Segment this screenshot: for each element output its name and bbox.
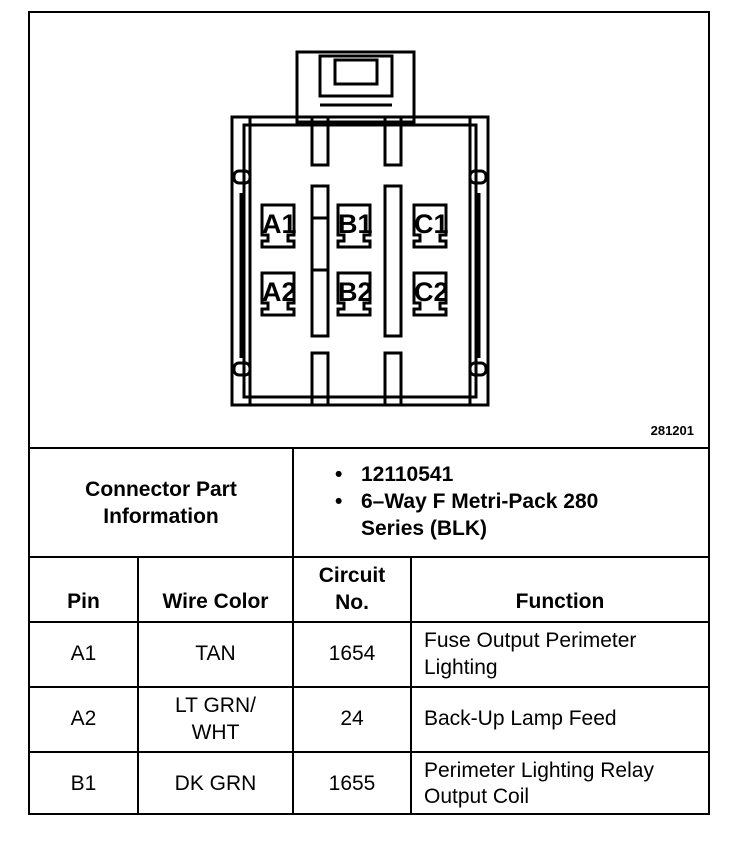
- header-wire-color: Wire Color: [162, 589, 269, 613]
- row-1-function: Fuse Output Perimeter Lighting: [424, 629, 637, 679]
- divider: [30, 621, 708, 623]
- row-3-wire-color: DK GRN: [174, 771, 257, 795]
- divider: [30, 556, 708, 558]
- row-2-function: Back-Up Lamp Feed: [424, 707, 617, 731]
- part-info-item: •6–Way F Metri-Pack 280 Series (BLK): [335, 488, 641, 542]
- row-3-function: Perimeter Lighting Relay Output Coil: [424, 758, 654, 808]
- divider: [410, 556, 412, 815]
- divider: [30, 751, 708, 753]
- divider: [137, 556, 139, 815]
- row-1-pin: A1: [70, 642, 97, 666]
- part-description: 6–Way F Metri-Pack 280 Series (BLK): [361, 490, 599, 540]
- row-1-circuit: 1654: [328, 642, 376, 666]
- pin-label-a1: A1: [262, 209, 297, 239]
- pin-label-b2: B2: [338, 277, 373, 307]
- row-3-pin: B1: [70, 771, 97, 795]
- divider: [292, 556, 294, 815]
- figure-id: 281201: [650, 423, 694, 438]
- connector-sheet: A1 B1 C1 A2 B2 C2 281201 Connector Part …: [28, 11, 710, 815]
- part-info-label: Connector Part Information: [85, 477, 237, 528]
- pin-label-a2: A2: [262, 277, 297, 307]
- divider: [292, 447, 294, 558]
- header-circuit-no: Circuit No.: [318, 564, 386, 614]
- pin-label-b1: B1: [338, 209, 373, 239]
- row-2-wire-color: LT GRN/ WHT: [175, 694, 256, 744]
- row-3-circuit: 1655: [328, 771, 376, 795]
- divider: [30, 447, 708, 449]
- connector-face-figure: A1 B1 C1 A2 B2 C2 281201: [30, 13, 708, 447]
- pin-label-c1: C1: [414, 209, 449, 239]
- row-1-wire-color: TAN: [195, 642, 236, 666]
- pin-label-c2: C2: [414, 277, 449, 307]
- divider: [30, 686, 708, 688]
- row-2-circuit: 24: [340, 707, 364, 731]
- part-info-item: •12110541: [335, 463, 454, 486]
- part-number: 12110541: [361, 463, 454, 486]
- part-info-list: •12110541 •6–Way F Metri-Pack 280 Series…: [335, 461, 641, 542]
- header-pin: Pin: [67, 589, 100, 613]
- connector-drawing: A1 B1 C1 A2 B2 C2: [230, 50, 490, 407]
- row-2-pin: A2: [70, 707, 97, 731]
- header-function: Function: [515, 589, 605, 613]
